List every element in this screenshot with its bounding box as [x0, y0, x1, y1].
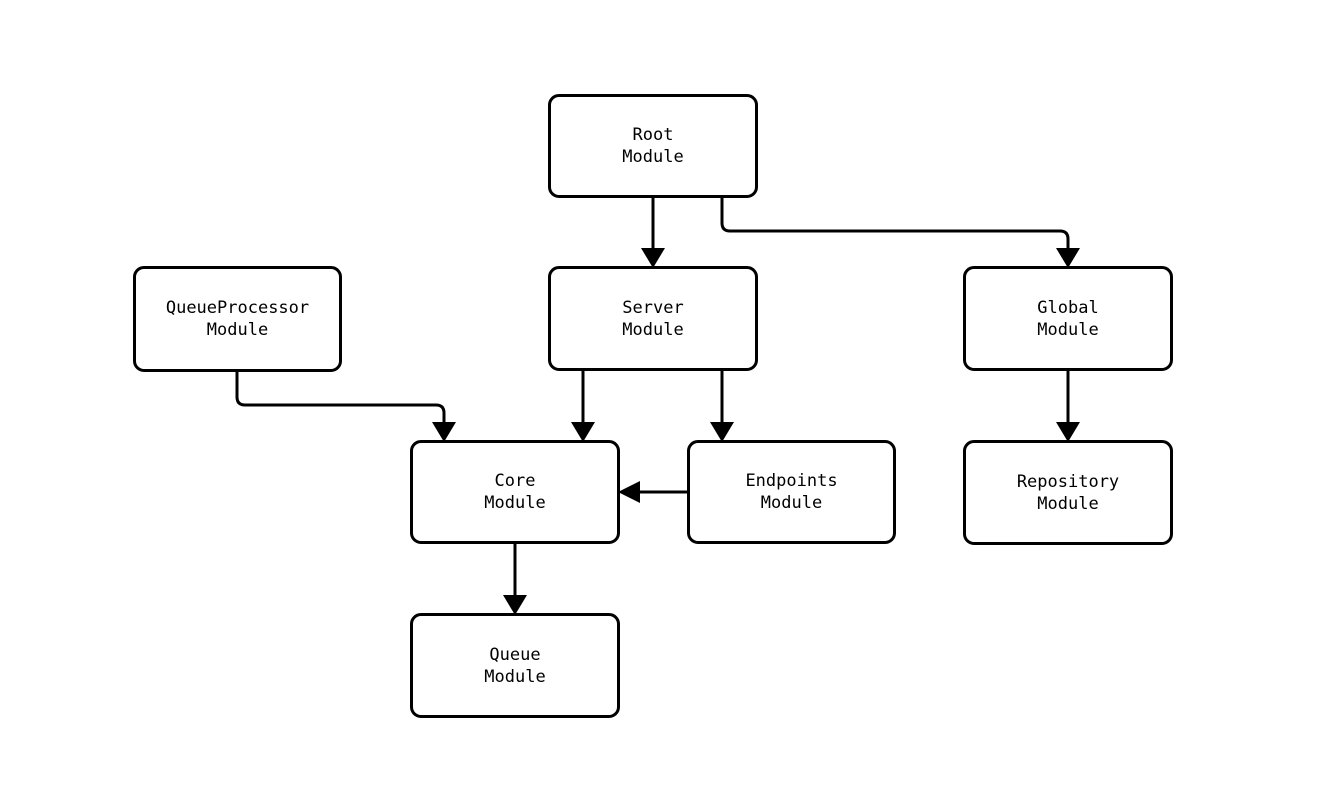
node-repository-module[interactable]: Repository Module — [963, 440, 1173, 545]
edge-global-to-repository — [1056, 371, 1080, 442]
node-core-module-label: Core Module — [484, 471, 546, 513]
edge-root-to-global — [720, 198, 1080, 268]
node-endpoints-module-label: Endpoints Module — [745, 471, 838, 513]
node-core-module[interactable]: Core Module — [410, 440, 620, 544]
edge-endpoints-to-core — [618, 481, 687, 503]
node-queue-module[interactable]: Queue Module — [410, 613, 620, 718]
node-server-module-label: Server Module — [622, 297, 684, 340]
edge-server-to-endpoints — [710, 371, 734, 442]
node-queue-module-label: Queue Module — [484, 644, 546, 687]
node-repository-module-label: Repository Module — [1016, 471, 1120, 514]
node-endpoints-module[interactable]: Endpoints Module — [687, 440, 896, 544]
node-global-module-label: Global Module — [1037, 297, 1099, 340]
edge-root-to-server — [641, 198, 665, 268]
node-server-module[interactable]: Server Module — [548, 266, 758, 371]
node-queueprocessor-module-label: QueueProcessor Module — [165, 298, 310, 340]
edge-server-to-core — [571, 371, 595, 442]
edge-core-to-queue — [503, 544, 527, 615]
node-root-module[interactable]: Root Module — [548, 94, 758, 198]
edge-queueprocessor-to-core — [235, 372, 456, 442]
node-root-module-label: Root Module — [622, 125, 684, 167]
node-queueprocessor-module[interactable]: QueueProcessor Module — [133, 266, 342, 372]
node-global-module[interactable]: Global Module — [963, 266, 1173, 371]
